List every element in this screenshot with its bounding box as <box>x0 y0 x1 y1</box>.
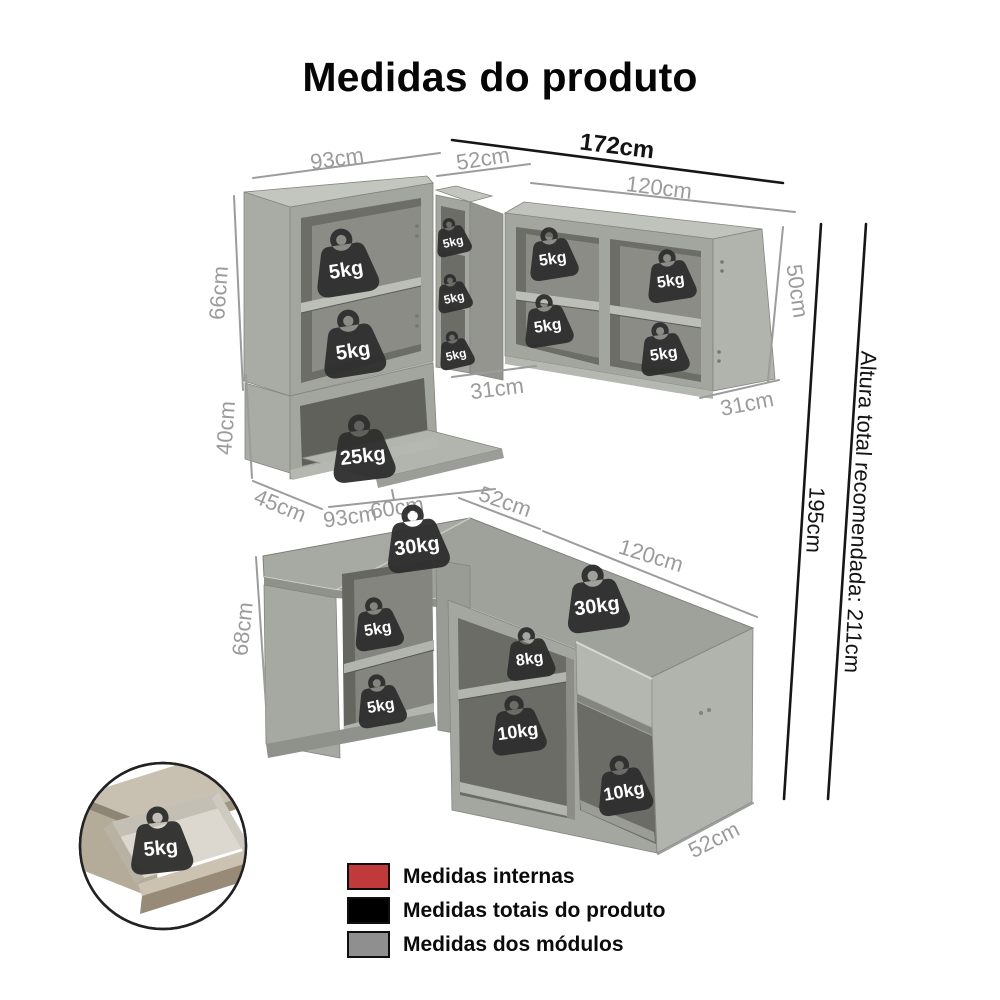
kettlebell-icon <box>492 695 547 756</box>
kettlebell-icon <box>317 228 380 298</box>
kettlebell-icon <box>648 249 697 304</box>
weight-badge-upper-left-bottom: 5kg <box>306 302 398 387</box>
weight-badge-corner-3: 5kg <box>428 325 482 375</box>
legend-swatch-internal <box>347 863 390 890</box>
dim-upper-left-height: 66cm <box>204 265 233 321</box>
legend-row-internal: Medidas internas <box>347 863 666 890</box>
weight-badge-upper-left-top: 5kg <box>299 221 391 306</box>
kettlebell-icon <box>333 414 396 483</box>
weight-badge-drawer-inset: 5kg <box>115 801 204 882</box>
total-dimension-lines <box>450 138 868 801</box>
legend-label-total: Medidas totais do produto <box>403 898 666 922</box>
kettlebell-icon <box>131 806 194 875</box>
legend-row-modules: Medidas dos módulos <box>347 931 666 958</box>
weight-badge-base-left-top: 5kg <box>341 591 414 658</box>
legend: Medidas internas Medidas totais do produ… <box>347 863 666 965</box>
base-left-cabinet <box>263 559 471 759</box>
weight-badge-upper-right-1: 5kg <box>516 221 588 287</box>
kettlebell-icon <box>388 504 450 574</box>
kettlebell-icon <box>599 755 654 817</box>
legend-row-total: Medidas totais do produto <box>347 897 666 924</box>
legend-label-internal: Medidas internas <box>403 864 575 888</box>
legend-label-modules: Medidas dos módulos <box>403 932 624 956</box>
kettlebell-icon <box>530 227 579 282</box>
kettlebell-icon <box>568 564 630 634</box>
weight-badge-mid-niche: 25kg <box>317 408 407 490</box>
kettlebell-icon <box>437 218 472 258</box>
legend-swatch-total <box>347 897 390 924</box>
weight-badge-upper-right-2: 5kg <box>634 243 706 309</box>
dim-total-height: 195cm <box>801 486 830 554</box>
weight-badge-counter-left: 30kg <box>370 498 461 582</box>
weight-badge-corner-1: 5kg <box>425 212 479 262</box>
kettlebell-icon <box>440 331 475 371</box>
weight-label: 5kg <box>142 835 180 862</box>
weight-badge-base-right-compartment: 10kg <box>582 748 664 824</box>
weight-badge-upper-right-3: 5kg <box>511 288 583 354</box>
weight-badge-upper-right-4: 5kg <box>627 316 699 382</box>
kettlebell-icon <box>358 674 407 729</box>
weight-badge-base-right-shelf: 8kg <box>493 622 564 687</box>
weight-badge-counter-right: 30kg <box>550 558 641 642</box>
kettlebell-icon <box>438 274 473 314</box>
dim-mid-module-height: 40cm <box>211 400 240 456</box>
page-title: Medidas do produto <box>302 54 698 100</box>
kettlebell-icon <box>507 627 556 681</box>
legend-swatch-modules <box>347 931 390 958</box>
weight-label: 8kg <box>514 649 545 670</box>
module-dimension-lines <box>233 152 796 855</box>
kettlebell-icon <box>525 294 574 349</box>
kettlebell-icon <box>355 597 404 652</box>
weight-badge-corner-2: 5kg <box>426 268 480 318</box>
weight-badge-base-left-bottom: 5kg <box>344 668 417 735</box>
kettlebell-icon <box>324 309 387 379</box>
kettlebell-icon <box>641 322 690 377</box>
weight-badge-base-right-bottom: 10kg <box>477 689 557 762</box>
